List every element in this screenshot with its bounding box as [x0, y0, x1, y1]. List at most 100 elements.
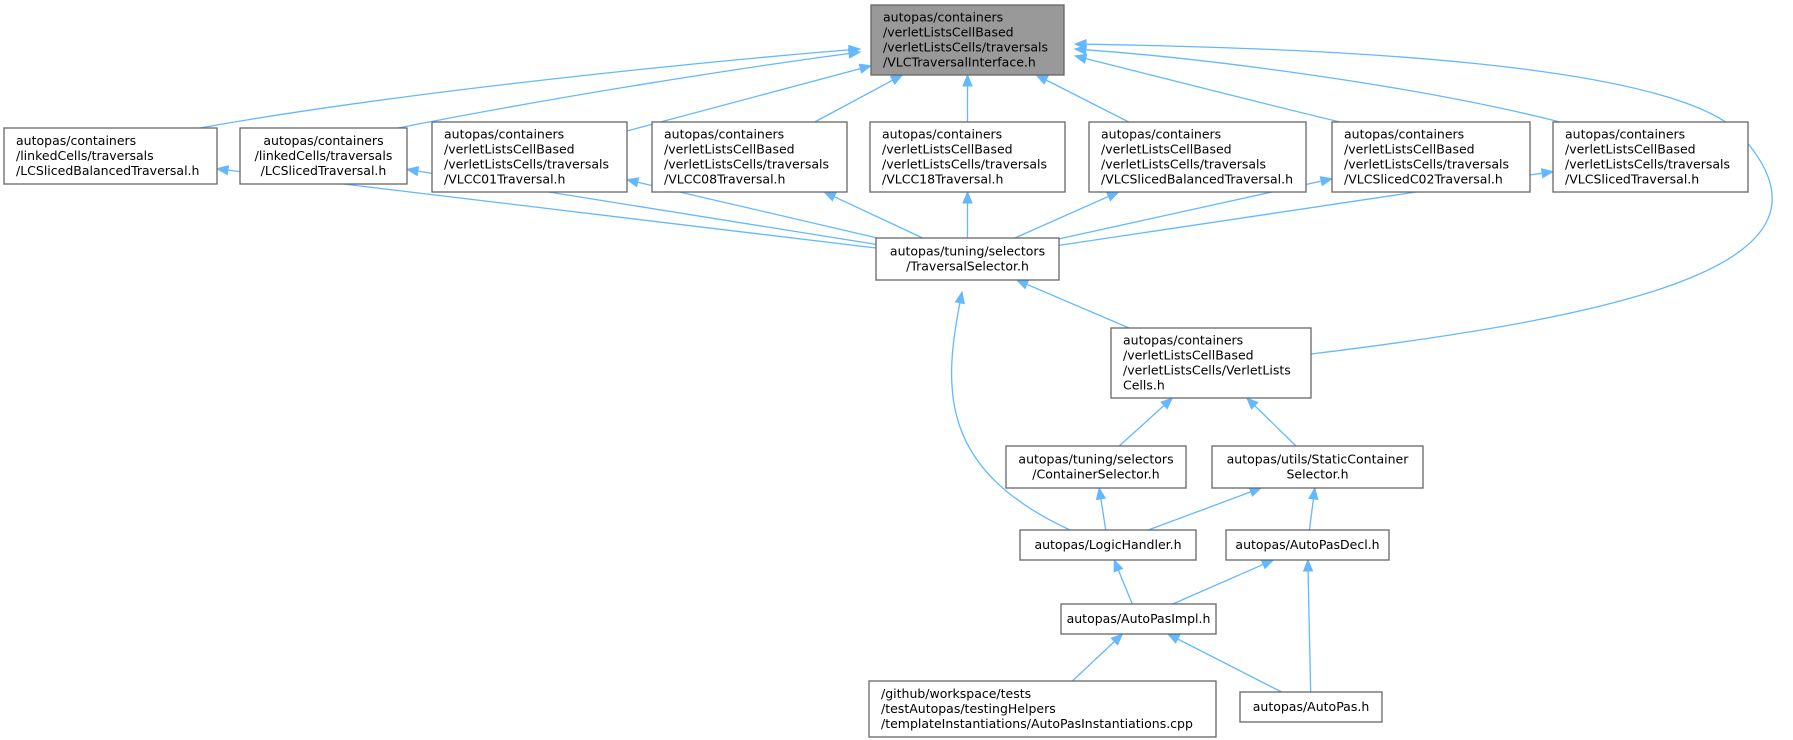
node-vlcsliced[interactable]: autopas/containers/verletListsCellBased/… [1552, 121, 1749, 193]
edge-static-container-selector-to-verlet-lists-cells [1245, 397, 1297, 447]
edge-autopas-h-to-autopas-impl-line [1177, 638, 1282, 693]
edge-autopas-h-to-autopas-impl [1166, 633, 1282, 693]
edge-logic-handler-to-static-container-selector-line [1148, 491, 1252, 531]
edge-autopas-impl-to-autopas-decl-line [1172, 563, 1264, 605]
edge-autopas-impl-to-autopas-decl [1172, 559, 1275, 605]
node-vlcc18-box [869, 121, 1066, 193]
node-traversal-selector[interactable]: autopas/tuning/selectors/TraversalSelect… [875, 237, 1060, 281]
edge-lcsliced-to-root-line [397, 52, 850, 129]
edge-autopas-instantiations-to-autopas-impl [1071, 633, 1124, 682]
node-vlcc18[interactable]: autopas/containers/verletListsCellBased/… [869, 121, 1066, 193]
node-vlcc01-label-line: /VLCC01Traversal.h [444, 172, 565, 187]
edge-static-container-selector-to-verlet-lists-cells-line [1254, 405, 1297, 447]
edge-logic-handler-to-static-container-selector-arrowhead [1248, 487, 1263, 497]
nodes-layer: autopas/containers/verletListsCellBased/… [3, 4, 1749, 738]
edge-logic-handler-to-container-selector-line [1100, 498, 1107, 531]
node-vlcc01-box [431, 121, 628, 193]
node-autopas-decl[interactable]: autopas/AutoPasDecl.h [1225, 529, 1390, 561]
node-autopas-instantiations[interactable]: /github/workspace/tests/testAutopas/test… [868, 680, 1217, 738]
edge-traversal-selector-to-vlcsliced-balanced-arrowhead [1105, 191, 1120, 202]
edge-container-selector-to-verlet-lists-cells [1118, 397, 1174, 447]
edge-autopas-decl-to-static-container-selector-line [1308, 498, 1315, 531]
node-vlcsliced-balanced-label-line: /VLCSlicedBalancedTraversal.h [1101, 172, 1293, 187]
edge-lcsliced-balanced-to-root [199, 44, 862, 129]
edge-container-selector-to-verlet-lists-cells-arrowhead [1160, 397, 1174, 410]
edge-verlet-lists-cells-to-root-line [1085, 43, 1773, 355]
edge-verlet-lists-cells-to-traversal-selector-line [1026, 283, 1130, 329]
edge-autopas-decl-to-static-container-selector [1308, 486, 1319, 531]
node-vlcc08-label-line: /verletListsCellBased [664, 142, 795, 157]
edge-logic-handler-to-traversal-selector-line [950, 302, 1071, 531]
node-vlcsliced-c02[interactable]: autopas/containers/verletListsCellBased/… [1331, 121, 1531, 193]
node-vlcsliced-label-line: autopas/containers [1565, 127, 1685, 142]
node-logic-handler[interactable]: autopas/LogicHandler.h [1019, 529, 1197, 561]
node-autopas-instantiations-label-line: /github/workspace/tests [881, 686, 1031, 701]
edge-verlet-lists-cells-to-root-arrowhead [1073, 38, 1087, 50]
edge-traversal-selector-to-vlcc08-line [833, 196, 923, 239]
node-verlet-lists-cells[interactable]: autopas/containers/verletListsCellBased/… [1110, 327, 1312, 399]
edge-vlcc08-to-root-line [814, 79, 893, 123]
node-root-label-line: autopas/containers [883, 10, 1003, 25]
node-vlcc01-label-line: /verletListsCellBased [444, 142, 575, 157]
node-vlcc01-label-line: autopas/containers [444, 127, 564, 142]
node-autopas-h[interactable]: autopas/AutoPas.h [1239, 691, 1383, 723]
node-vlcc08-box [651, 121, 848, 193]
edge-vlcsliced-balanced-to-root [1035, 74, 1129, 123]
node-lcsliced-balanced[interactable]: autopas/containers/linkedCells/traversal… [3, 127, 218, 185]
edge-logic-handler-to-container-selector-arrowhead [1095, 486, 1107, 501]
node-vlcsliced-c02-box [1331, 121, 1531, 193]
edge-logic-handler-to-container-selector [1095, 486, 1107, 531]
edge-vlcsliced-c02-to-root-arrowhead [1073, 53, 1088, 64]
node-container-selector-label-line: /ContainerSelector.h [1032, 467, 1159, 482]
edge-vlcsliced-to-root-line [1085, 49, 1561, 123]
node-lcsliced-balanced-box [3, 127, 218, 185]
edge-traversal-selector-to-vlcsliced-balanced [1014, 191, 1120, 239]
edge-traversal-selector-to-vlcsliced-arrowhead [1540, 168, 1555, 179]
edge-autopas-decl-to-static-container-selector-arrowhead [1308, 486, 1319, 501]
edge-vlcc18-to-root-arrowhead [962, 73, 973, 87]
node-root-label-line: /verletListsCellBased [883, 25, 1014, 40]
node-autopas-h-label-line: autopas/AutoPas.h [1253, 699, 1370, 714]
edge-traversal-selector-to-vlcc18 [962, 190, 973, 238]
node-vlcc08-label-line: /verletListsCells/traversals [664, 157, 829, 172]
node-root-label-line: /verletListsCells/traversals [883, 40, 1048, 55]
node-lcsliced-box [239, 127, 408, 185]
edge-container-selector-to-verlet-lists-cells-line [1118, 404, 1165, 447]
edge-vlcc08-to-root [814, 74, 904, 123]
node-vlcc01[interactable]: autopas/containers/verletListsCellBased /… [431, 121, 628, 193]
node-verlet-lists-cells-label-line: /verletListsCells/VerletLists [1123, 363, 1291, 378]
node-logic-handler-box [1019, 529, 1197, 561]
node-lcsliced-balanced-label-line: /LCSlicedBalancedTraversal.h [16, 163, 199, 178]
node-vlcsliced-balanced[interactable]: autopas/containers/verletListsCellBased/… [1088, 121, 1307, 193]
node-static-container-selector-box [1211, 445, 1424, 489]
edge-vlcsliced-balanced-to-root-arrowhead [1035, 74, 1049, 85]
node-vlcc08[interactable]: autopas/containers/verletListsCellBased/… [651, 121, 848, 193]
node-verlet-lists-cells-box [1110, 327, 1312, 399]
node-root-box [870, 4, 1065, 76]
node-lcsliced[interactable]: autopas/containers/linkedCells/traversal… [239, 127, 408, 185]
node-vlcsliced-balanced-label-line: /verletListsCells/traversals [1101, 157, 1266, 172]
node-lcsliced-label-line: /LCSlicedTraversal.h [261, 163, 387, 178]
edge-verlet-lists-cells-to-traversal-selector [1015, 279, 1130, 329]
node-traversal-selector-label-line: autopas/tuning/selectors [890, 244, 1045, 259]
edge-vlcsliced-balanced-to-root-line [1045, 79, 1129, 123]
node-vlcsliced-label-line: /VLCSlicedTraversal.h [1565, 172, 1699, 187]
edge-lcsliced-to-root [397, 48, 862, 129]
node-autopas-impl[interactable]: autopas/AutoPasImpl.h [1060, 603, 1217, 635]
node-vlcsliced-balanced-label-line: /verletListsCellBased [1101, 142, 1232, 157]
node-lcsliced-balanced-label-line: autopas/containers [16, 133, 136, 148]
node-vlcsliced-box [1552, 121, 1749, 193]
edge-autopas-impl-to-logic-handler-arrowhead [1113, 558, 1124, 573]
node-root: autopas/containers/verletListsCellBased/… [870, 4, 1065, 76]
edge-vlcc01-to-root-line [626, 67, 861, 132]
node-autopas-instantiations-label-line: /templateInstantiations/AutoPasInstantia… [881, 716, 1193, 731]
node-root-label-line: /VLCTraversalInterface.h [883, 55, 1036, 70]
node-container-selector[interactable]: autopas/tuning/selectors/ContainerSelect… [1005, 445, 1187, 489]
edge-lcsliced-balanced-to-root-line [199, 49, 850, 129]
node-lcsliced-label-line: /linkedCells/traversals [255, 148, 393, 163]
edge-autopas-instantiations-to-autopas-impl-arrowhead [1110, 633, 1124, 646]
edge-lcsliced-to-root-arrowhead [847, 48, 862, 59]
edge-autopas-h-to-autopas-impl-arrowhead [1166, 633, 1181, 644]
